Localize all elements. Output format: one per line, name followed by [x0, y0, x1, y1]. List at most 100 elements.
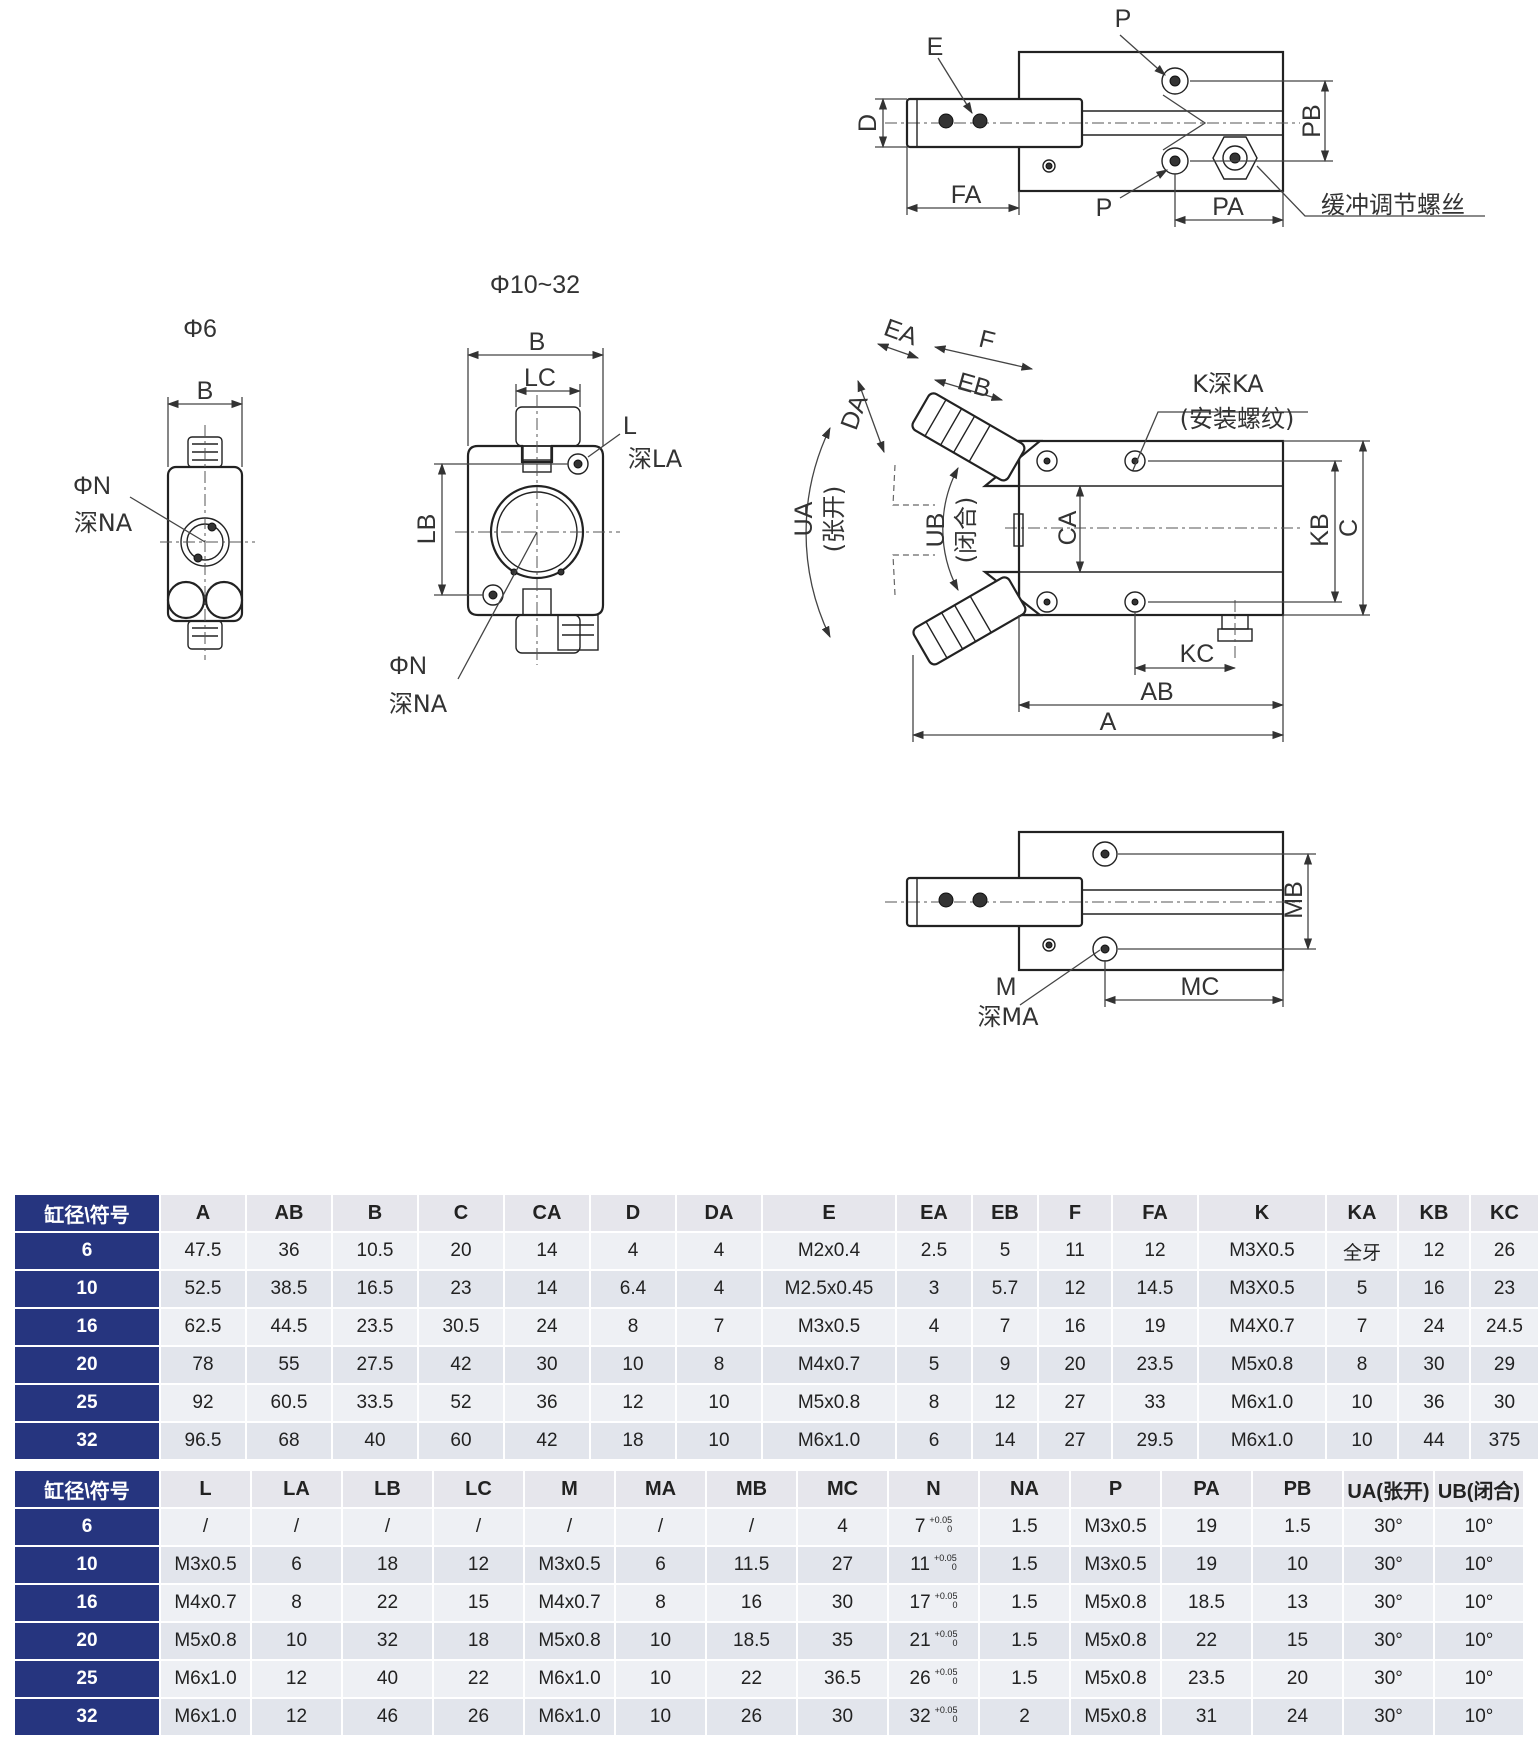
table-cell: 1.5 — [979, 1508, 1071, 1547]
table-cell: 27.5 — [332, 1346, 419, 1385]
table-cell: 10 — [1252, 1546, 1344, 1585]
table-cell: / — [524, 1508, 616, 1547]
n-value: 32 — [909, 1706, 931, 1727]
table-cell: 2.5 — [896, 1232, 973, 1271]
table-cell: 8 — [615, 1584, 707, 1623]
phi10-label-deepLA: 深LA — [628, 445, 683, 473]
table-cell: 10 — [615, 1698, 707, 1737]
table-cell: M5x0.8 — [762, 1384, 897, 1423]
table-cell: M2.5x0.45 — [762, 1270, 897, 1309]
label-P-top: P — [1115, 5, 1132, 33]
table-cell: 30 — [1470, 1384, 1539, 1423]
table-cell: 31 — [1161, 1698, 1253, 1737]
table-cell: 16 — [1038, 1308, 1113, 1347]
table1-col-header: D — [590, 1195, 677, 1233]
table-cell: 38.5 — [246, 1270, 333, 1309]
table-cell: 52.5 — [160, 1270, 247, 1309]
table-cell: 10° — [1434, 1584, 1525, 1623]
label-deepMA: 深MA — [977, 1003, 1039, 1031]
table-cell: 30.5 — [418, 1308, 505, 1347]
table-cell: 33 — [1112, 1384, 1199, 1423]
table-cell: 14.5 — [1112, 1270, 1199, 1309]
table-cell: M4X0.7 — [1198, 1308, 1327, 1347]
table1-col-header: DA — [676, 1195, 763, 1233]
label-P-bottom: P — [1096, 194, 1113, 222]
table-cell: 6 — [251, 1546, 343, 1585]
table-cell: 46 — [342, 1698, 434, 1737]
table-cell: 30 — [797, 1584, 889, 1623]
bore-size-cell: 25 — [15, 1384, 161, 1423]
table-cell: M3X0.5 — [1198, 1270, 1327, 1309]
label-F: F — [976, 325, 998, 356]
table2-col-header: UA(张开) — [1343, 1471, 1435, 1509]
table-cell: 1.5 — [979, 1546, 1071, 1585]
table-cell: 8 — [896, 1384, 973, 1423]
label-DA: DA — [835, 391, 873, 434]
table-cell: 32 — [342, 1622, 434, 1661]
table-cell: 1.5 — [979, 1660, 1071, 1699]
table-cell: M6x1.0 — [1198, 1422, 1327, 1461]
table-cell: 4 — [797, 1508, 889, 1547]
table2-col-header: M — [524, 1471, 616, 1509]
table-cell: 44.5 — [246, 1308, 333, 1347]
table1-corner-header: 缸径\符号 — [15, 1195, 161, 1233]
tolerance-lower: 0 — [952, 1600, 958, 1610]
phi10-label-B: B — [529, 328, 546, 356]
table-cell: 16 — [1398, 1270, 1471, 1309]
table-cell: 30 — [504, 1346, 591, 1385]
table-cell: 27 — [797, 1546, 889, 1585]
table-cell: M4x0.7 — [524, 1584, 616, 1623]
bore-size-cell: 32 — [15, 1698, 161, 1737]
label-UB: UB — [922, 513, 950, 548]
table-cell: M6x1.0 — [1198, 1384, 1327, 1423]
table-cell: M2x0.4 — [762, 1232, 897, 1271]
table-cell: 35 — [797, 1622, 889, 1661]
table-cell: 12 — [251, 1698, 343, 1737]
phi6-label-PhiN: ΦN — [73, 472, 111, 500]
table-cell: 44 — [1398, 1422, 1471, 1461]
table-cell: 24.5 — [1470, 1308, 1539, 1347]
table-cell: 10 — [1326, 1384, 1399, 1423]
phi10-label-LC: LC — [524, 364, 556, 392]
table-cell: M6x1.0 — [762, 1422, 897, 1461]
table-cell: M4x0.7 — [160, 1584, 252, 1623]
table-cell: M3x0.5 — [1070, 1508, 1162, 1547]
label-CA: CA — [1054, 510, 1082, 545]
table-cell: 10° — [1434, 1622, 1525, 1661]
table-cell: 8 — [1326, 1346, 1399, 1385]
table-cell: 8 — [676, 1346, 763, 1385]
label-C: C — [1335, 519, 1363, 537]
table-cell: 9 — [972, 1346, 1039, 1385]
table-cell: 36 — [1398, 1384, 1471, 1423]
table-cell: 12 — [1398, 1232, 1471, 1271]
table-cell: 23 — [418, 1270, 505, 1309]
table-cell: 5 — [1326, 1270, 1399, 1309]
table-cell: 18 — [342, 1546, 434, 1585]
table-cell: 1.5 — [979, 1622, 1071, 1661]
table-cell: 24 — [504, 1308, 591, 1347]
label-FA: FA — [951, 181, 982, 209]
label-buffer-screw: 缓冲调节螺丝 — [1321, 191, 1465, 219]
bore-size-cell: 6 — [15, 1508, 161, 1547]
table-cell: 20 — [1038, 1346, 1113, 1385]
bore-size-cell: 32 — [15, 1422, 161, 1461]
table2-col-header: UB(闭合) — [1434, 1471, 1525, 1509]
table-cell: 10 — [1326, 1422, 1399, 1461]
table-cell: 10° — [1434, 1660, 1525, 1699]
table-cell: 96.5 — [160, 1422, 247, 1461]
phi10-label-PhiN: ΦN — [389, 652, 427, 680]
table-cell: M4x0.7 — [762, 1346, 897, 1385]
table-cell: 19 — [1112, 1308, 1199, 1347]
tolerance-upper: +0.05 — [929, 1515, 953, 1525]
